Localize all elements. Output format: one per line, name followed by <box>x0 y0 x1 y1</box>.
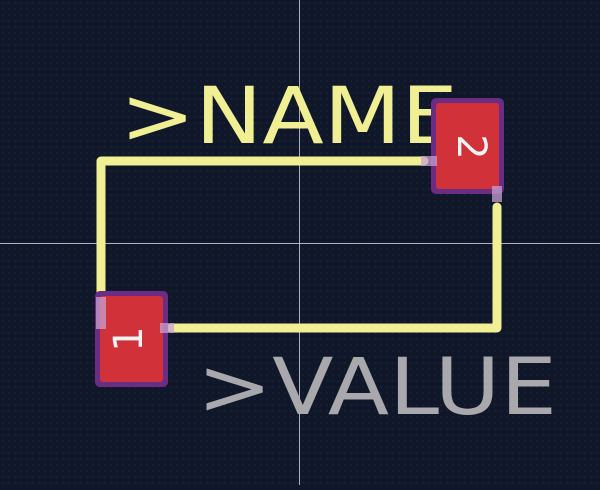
pad-1-trace-stub-top <box>96 297 106 329</box>
pad-1[interactable]: 1 <box>95 291 174 387</box>
pad-1-label: 1 <box>106 326 152 351</box>
pad-2[interactable]: 2 <box>421 98 504 202</box>
pad-1-trace-stub-right <box>160 323 174 333</box>
name-label[interactable]: >NAME <box>120 72 458 162</box>
silkscreen-outline-left[interactable] <box>96 156 429 301</box>
pad-2-trace-stub-bottom <box>492 186 502 202</box>
pad-2-copper <box>436 103 499 189</box>
pad-2-label: 2 <box>448 134 494 159</box>
pad-1-copper <box>100 296 163 382</box>
value-label[interactable]: >VALUE <box>197 343 557 433</box>
silkscreen-outline-right[interactable] <box>166 202 502 333</box>
pad-2-trace-stub-left <box>421 156 437 166</box>
